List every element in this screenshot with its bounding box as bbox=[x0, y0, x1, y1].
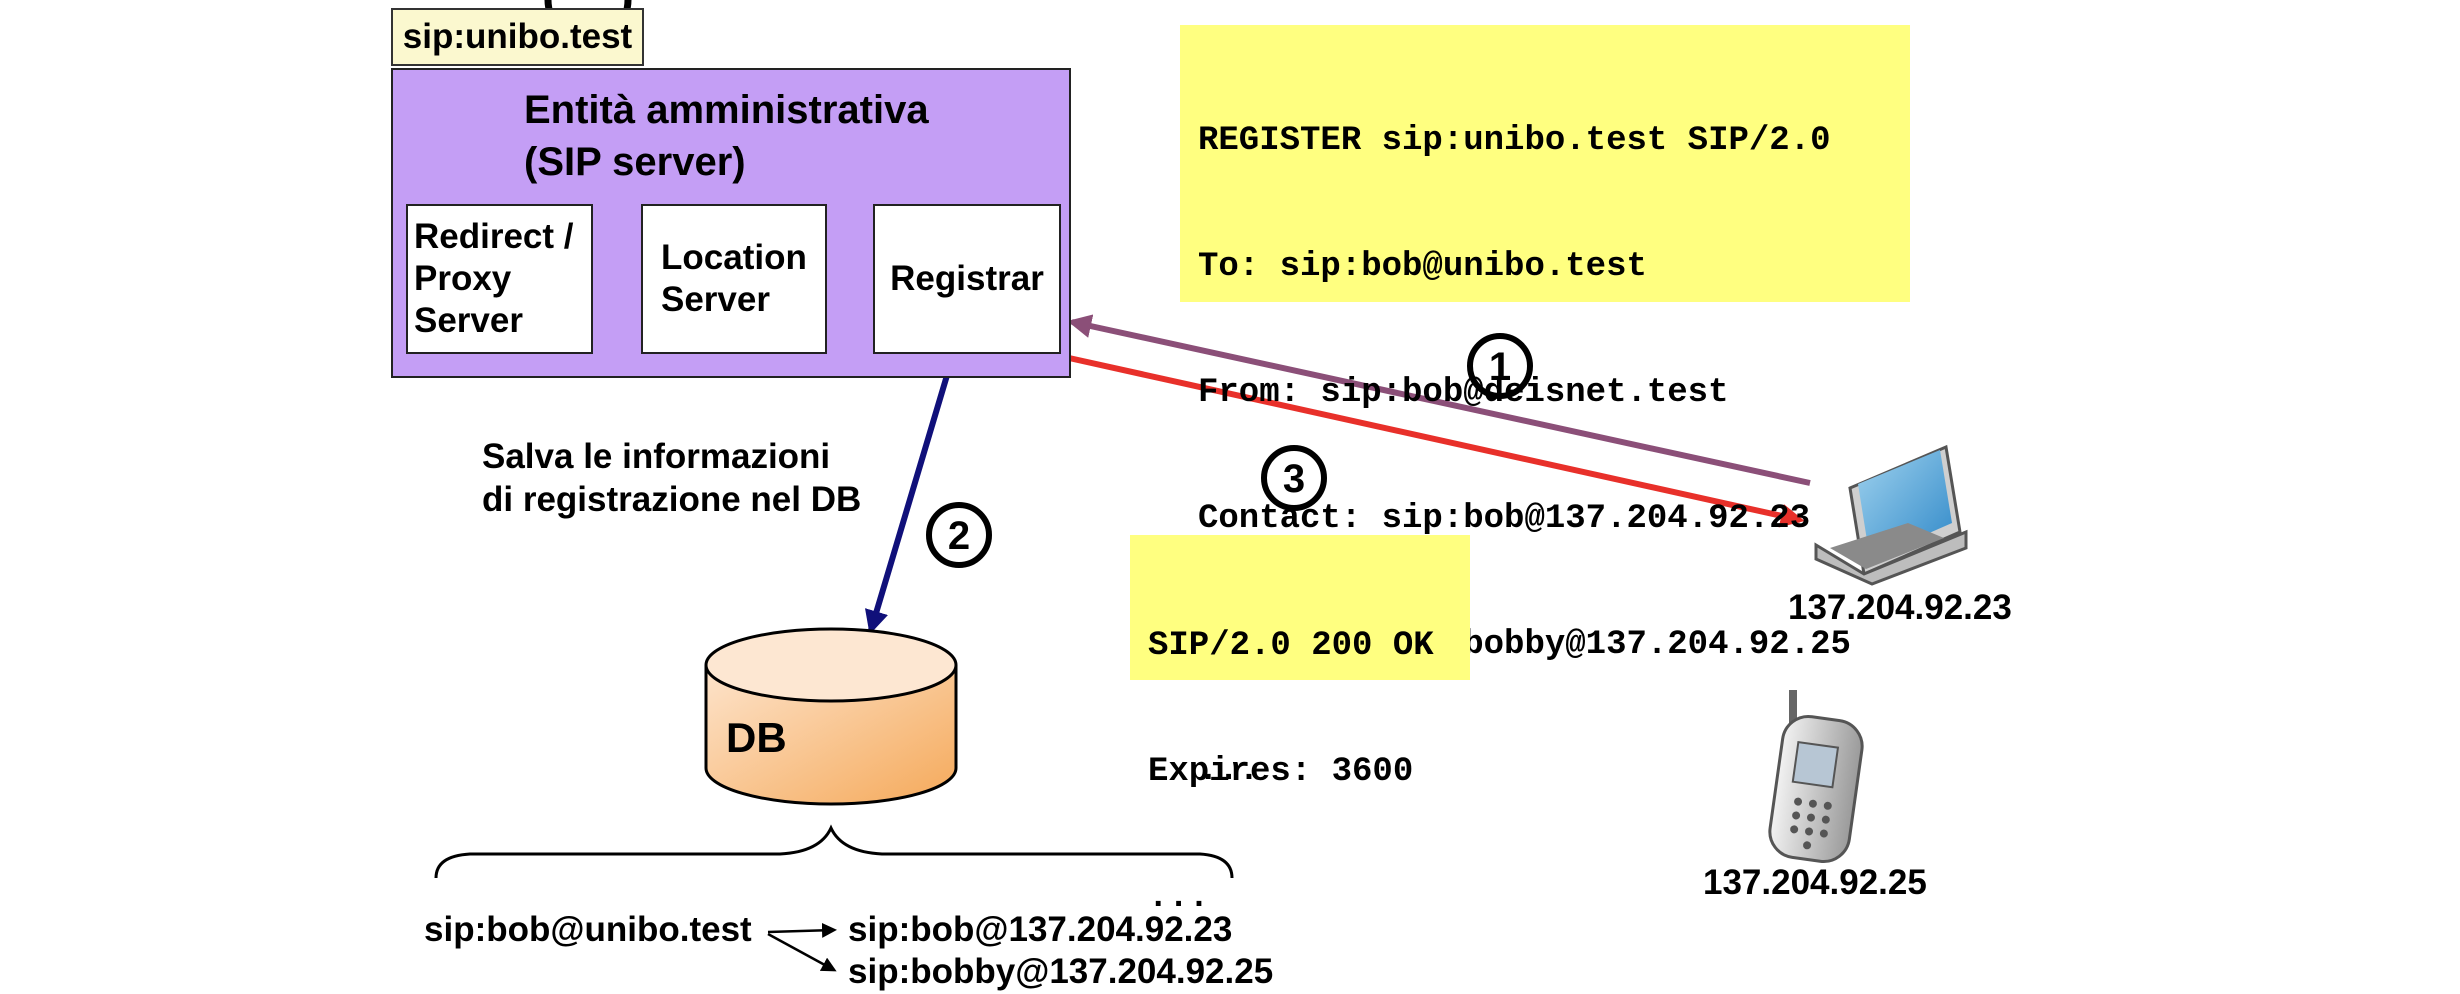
response-line: Expires: 3600 bbox=[1148, 753, 1414, 791]
location-label-line1: Location bbox=[661, 238, 807, 277]
location-label-line2: Server bbox=[661, 280, 770, 319]
redirect-proxy-server-box: Redirect / Proxy Server bbox=[406, 204, 593, 354]
redirect-label-line1: Redirect / bbox=[414, 217, 574, 256]
register-line: To: sip:bob@unibo.test bbox=[1198, 248, 1647, 286]
server-title: Entità amministrativa (SIP server) bbox=[524, 84, 929, 188]
db-record-value: sip:bob@137.204.92.23 bbox=[848, 910, 1233, 949]
laptop-ip-label: 137.204.92.23 bbox=[1788, 588, 2012, 627]
ok-response-box: SIP/2.0 200 OK Expires: 3600 ... bbox=[1130, 535, 1470, 917]
db-save-arrow bbox=[864, 343, 962, 635]
registrar-label: Registrar bbox=[890, 259, 1044, 298]
register-line: From: sip:bob@deisnet.test bbox=[1198, 374, 1729, 412]
step-2-marker: 2 bbox=[926, 502, 992, 568]
redirect-label-line3: Server bbox=[414, 301, 523, 340]
ok-response-arrow bbox=[1059, 353, 1805, 528]
server-title-line2: (SIP server) bbox=[524, 140, 746, 184]
register-request-arrow bbox=[1067, 314, 1811, 486]
register-line: REGISTER sip:unibo.test SIP/2.0 bbox=[1198, 122, 1831, 160]
server-title-line1: Entità amministrativa bbox=[524, 88, 929, 132]
save-info-label: Salva le informazioni di registrazione n… bbox=[482, 435, 861, 521]
step-3-label: 3 bbox=[1283, 457, 1305, 501]
location-server-box: Location Server bbox=[641, 204, 827, 354]
phone-ip-label: 137.204.92.25 bbox=[1703, 863, 1927, 902]
registrar-box: Registrar bbox=[873, 204, 1061, 354]
domain-tag: sip:unibo.test bbox=[391, 8, 644, 66]
db-record-value: sip:bobby@137.204.92.25 bbox=[848, 952, 1274, 991]
save-info-line1: Salva le informazioni bbox=[482, 437, 831, 476]
response-line: ... bbox=[1148, 879, 1210, 917]
step-2-label: 2 bbox=[948, 514, 970, 558]
mapping-arrow-1 bbox=[767, 922, 837, 938]
redirect-label-line2: Proxy bbox=[414, 259, 512, 298]
mapping-arrow-2 bbox=[767, 932, 837, 972]
register-line: ... bbox=[1198, 752, 1260, 790]
mobile-phone-icon bbox=[1768, 690, 1864, 864]
db-brace bbox=[434, 824, 1234, 879]
save-info-line2: di registrazione nel DB bbox=[482, 480, 862, 519]
response-line: SIP/2.0 200 OK bbox=[1148, 627, 1434, 665]
db-record-key: sip:bob@unibo.test bbox=[424, 910, 752, 949]
step-3-marker: 3 bbox=[1261, 445, 1327, 511]
step-1-label: 1 bbox=[1489, 345, 1511, 389]
db-cylinder: DB bbox=[704, 627, 958, 806]
laptop-icon bbox=[1814, 444, 1968, 586]
register-line: Contact: sip:bob@137.204.92.23 bbox=[1198, 500, 1811, 538]
step-1-marker: 1 bbox=[1467, 333, 1533, 399]
register-message-box: REGISTER sip:unibo.test SIP/2.0 To: sip:… bbox=[1180, 25, 1910, 790]
db-label: DB bbox=[726, 714, 787, 761]
